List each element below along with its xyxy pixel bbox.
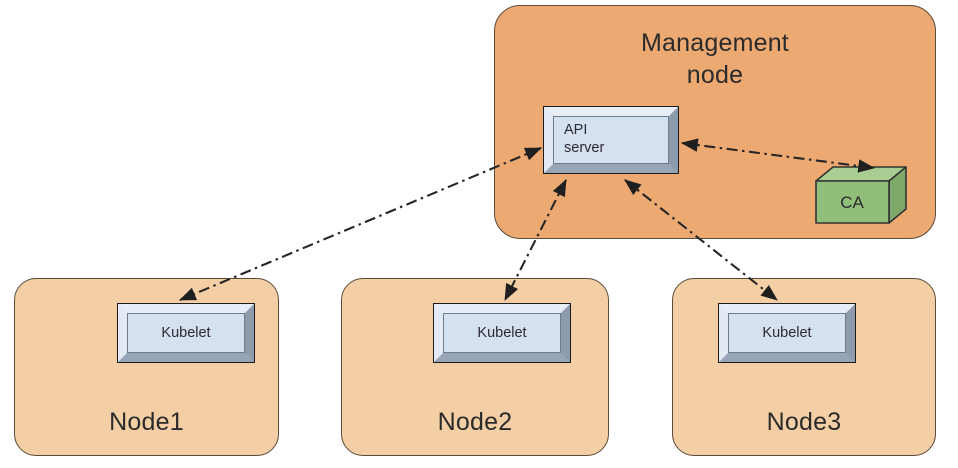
api-server-face: API server <box>553 116 669 164</box>
api-server-component[interactable]: API server <box>543 106 679 174</box>
kubelet-label-2: Kubelet <box>477 324 527 341</box>
kubelet-component-node3[interactable]: Kubelet <box>718 303 856 363</box>
management-node-title-line2: node <box>686 60 744 89</box>
ca-component[interactable]: CA <box>815 166 907 224</box>
kubelet-component-node1[interactable]: Kubelet <box>117 303 255 363</box>
api-server-bevel-frame <box>544 107 678 173</box>
kubelet-label-3: Kubelet <box>762 324 812 341</box>
kubelet-face-2: Kubelet <box>443 313 561 353</box>
worker-node-label-1: Node1 <box>109 408 184 436</box>
ca-label: CA <box>840 193 864 212</box>
kubelet-face-3: Kubelet <box>728 313 846 353</box>
kubelet-component-node2[interactable]: Kubelet <box>433 303 571 363</box>
kubelet-face-1: Kubelet <box>127 313 245 353</box>
management-node-title-line1: Management <box>641 29 789 57</box>
ca-cube-icon: CA <box>815 166 907 224</box>
api-server-label-line2: server <box>564 140 605 157</box>
api-server-label: API server <box>554 121 604 157</box>
worker-node-label-2: Node2 <box>437 408 513 436</box>
kubelet-bevel-frame-2 <box>434 304 570 362</box>
api-server-label-line1: API <box>564 122 588 138</box>
kubelet-bevel-frame-1 <box>118 304 254 362</box>
worker-node-label-3: Node3 <box>766 408 842 436</box>
kubelet-bevel-frame-3 <box>719 304 855 362</box>
kubelet-label-1: Kubelet <box>161 324 211 341</box>
management-node-title: Management node <box>495 28 935 91</box>
